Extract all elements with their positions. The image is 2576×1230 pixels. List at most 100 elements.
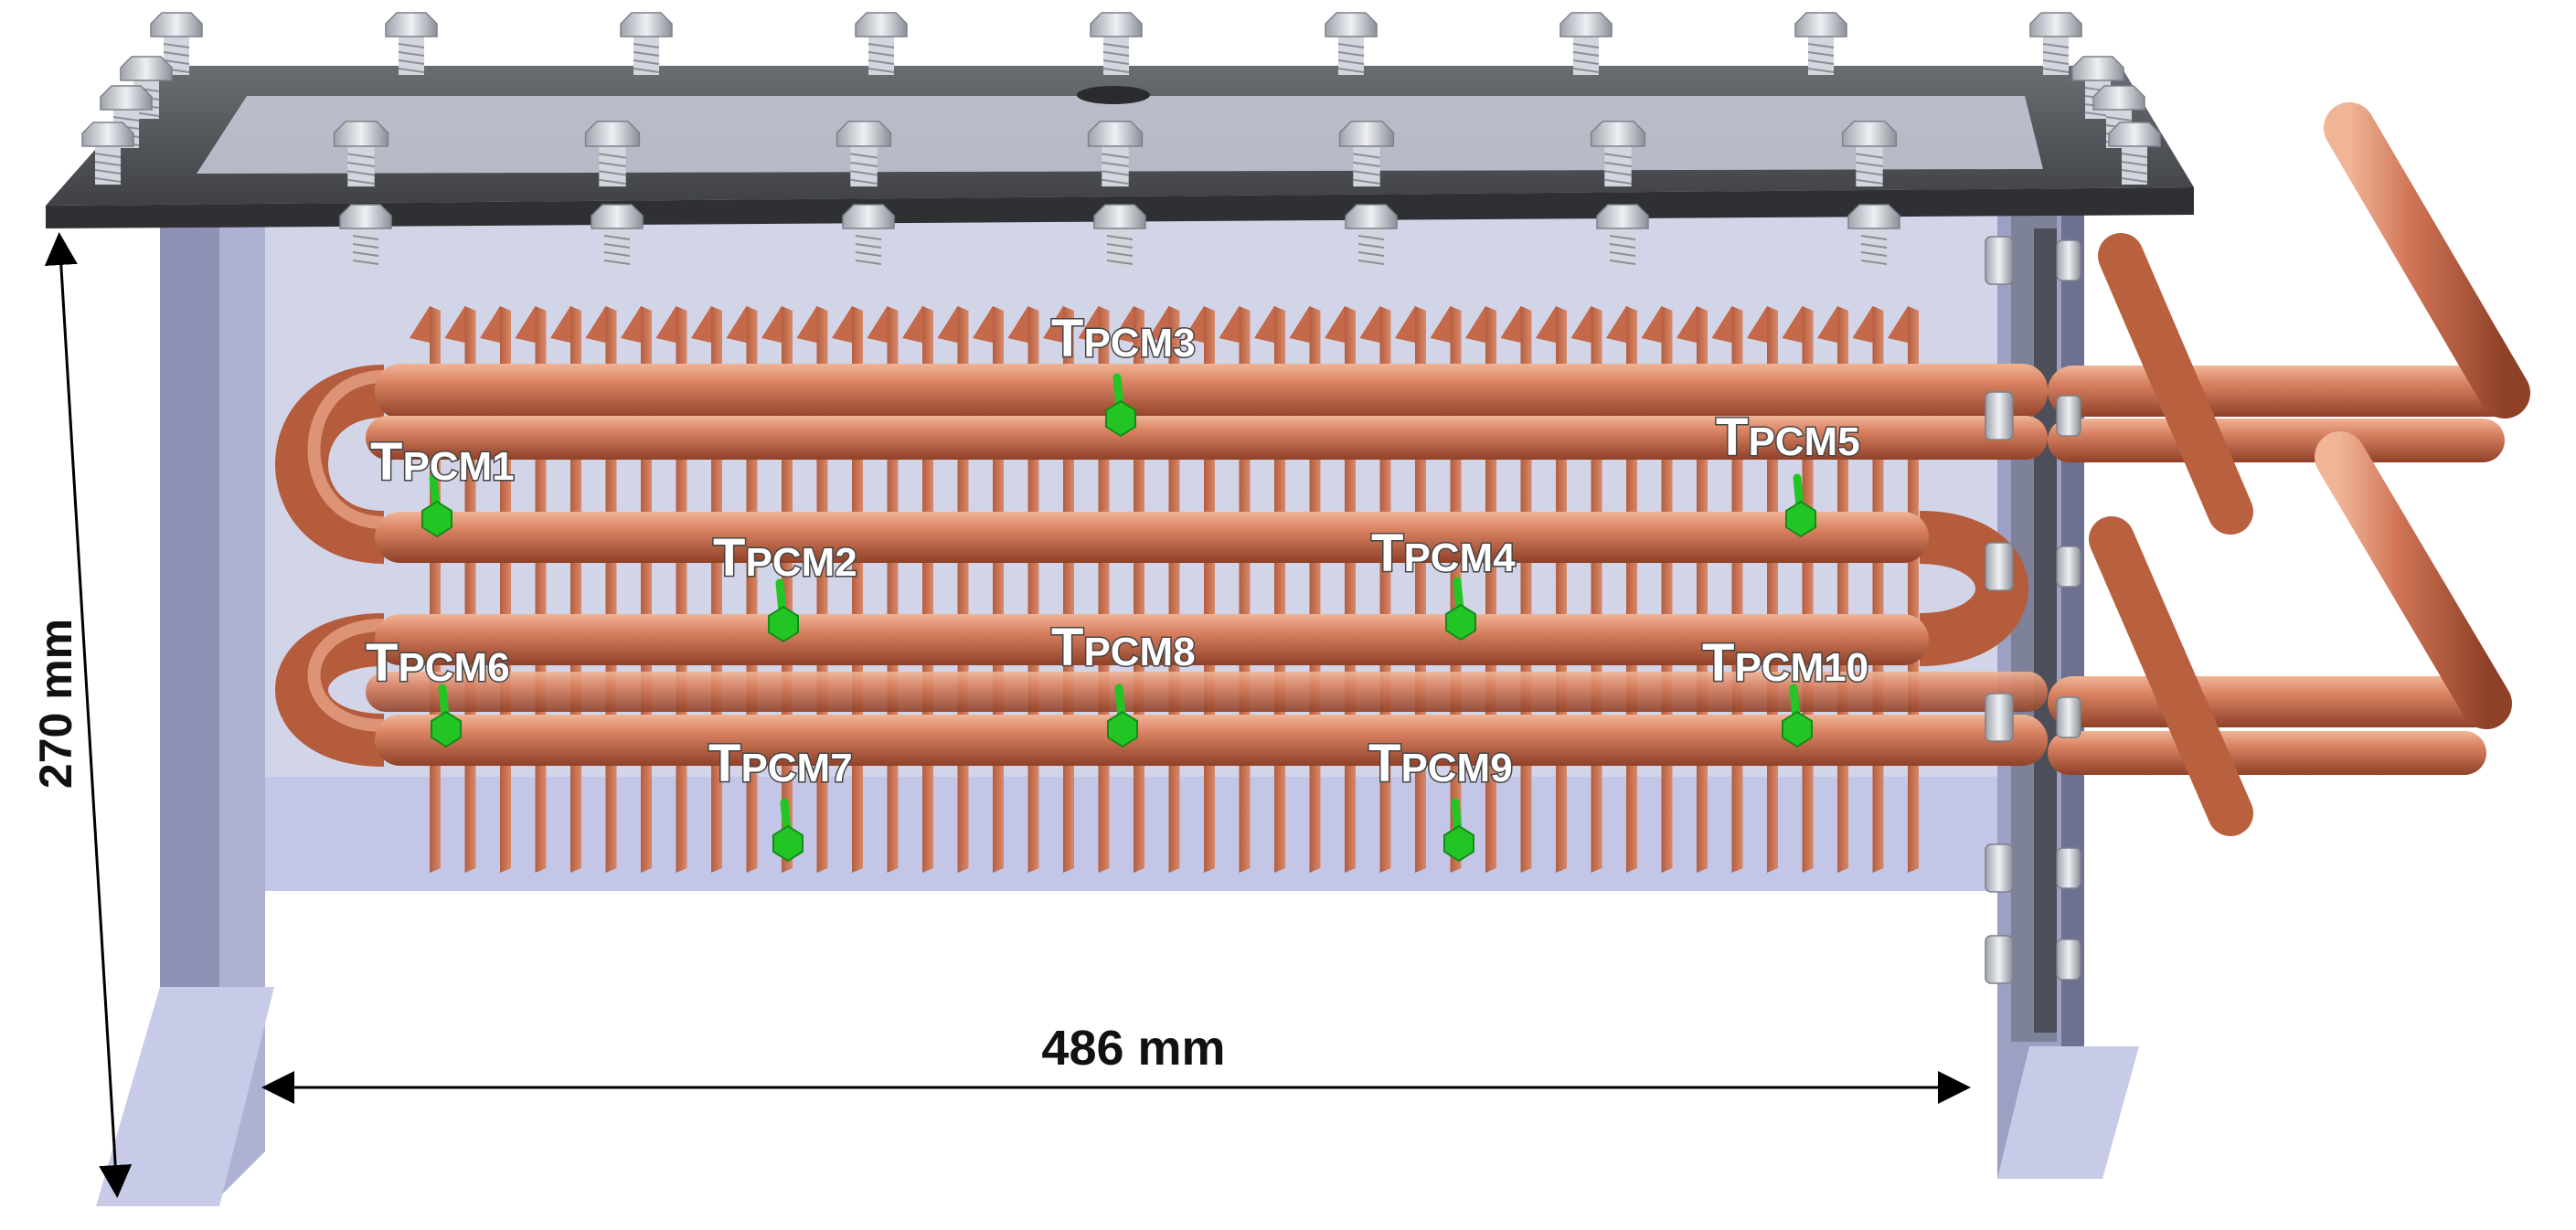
bolt-head: [120, 56, 173, 81]
bolt-thread-line: [1856, 170, 1883, 176]
tube-row-2: [375, 512, 1929, 563]
bolt-head: [1338, 120, 1395, 147]
sensor-pcm8: TPCM8: [1050, 617, 1197, 748]
bolt-thread-line: [1337, 59, 1365, 65]
flange-bolt-nut: [2056, 847, 2081, 889]
bolt-thread-line: [1609, 251, 1636, 257]
outlet-pipe-upper-b: [2048, 419, 2505, 462]
bolt-thread-line: [398, 59, 425, 65]
sensor-label-sub: PCM10: [1734, 645, 1868, 690]
bolt-thread-line: [1807, 43, 1835, 48]
fin-tip: [1148, 306, 1169, 343]
fin-tip: [1852, 306, 1873, 343]
height-dimension-line: [44, 232, 133, 1198]
bolt-head: [855, 12, 908, 37]
bolt-thread-line: [1860, 243, 1888, 249]
fin-tip: [937, 306, 958, 343]
bolt-head: [2092, 85, 2145, 111]
bolt-thread-line: [1353, 170, 1380, 176]
bolt: [1847, 204, 1900, 267]
sensor-pcm7: TPCM7: [708, 733, 854, 863]
bolt-head: [100, 85, 153, 111]
sensor-label: TPCM5: [1716, 408, 1860, 467]
bolt-thread-line: [1807, 51, 1835, 57]
sensor-head: [1785, 500, 1816, 538]
bolt-head: [1559, 12, 1613, 37]
bolt-thread-line: [1102, 161, 1129, 168]
sensor-label-t: T: [1371, 524, 1403, 583]
sensor-label: TPCM7: [708, 734, 853, 793]
sensor-label-sub: PCM5: [1748, 419, 1859, 464]
riser-pipe-3: [2315, 431, 2512, 729]
sensor-label: TPCM6: [366, 633, 510, 693]
bolt-thread-line: [855, 243, 882, 249]
lid-port: [1077, 86, 1150, 104]
bolt-thread-line: [850, 178, 878, 185]
bolt: [1325, 12, 1378, 75]
bolt-head: [620, 12, 673, 37]
bolt-head: [1090, 12, 1143, 37]
flange-bolt: [1985, 935, 2081, 984]
fin-tip: [1606, 306, 1626, 343]
sensor-label-t: T: [370, 432, 402, 492]
fin-tip: [1325, 306, 1345, 343]
sensor-label-sub: PCM7: [740, 746, 852, 790]
bolt-thread-line: [1856, 178, 1883, 185]
bolt-thread-line: [1337, 43, 1365, 48]
bolt-thread-line: [868, 43, 895, 48]
bolt: [1794, 12, 1847, 75]
bolt: [836, 120, 892, 187]
sensor-pcm1: TPCM1: [369, 431, 516, 538]
tube-bend-left-2-hl: [307, 619, 385, 732]
flange-bolt: [1985, 236, 2081, 285]
bolt-thread-line: [398, 68, 425, 73]
bolt-thread-line: [94, 153, 122, 158]
fin-tip: [1888, 306, 1908, 343]
sensor-pcm5: TPCM5: [1715, 407, 1861, 538]
bolt-thread-line: [1353, 153, 1380, 159]
sensor-label-sub: PCM2: [745, 540, 857, 585]
fin-tip: [1677, 306, 1697, 343]
bolt: [339, 204, 392, 267]
flange-bolt-head: [1985, 391, 2014, 440]
height-dimension-label: 270 mm: [30, 619, 81, 789]
sensor-label-sub: PCM1: [402, 444, 514, 489]
sensor-head: [1445, 603, 1476, 642]
sensor-pcm10: TPCM10: [1701, 632, 1870, 748]
sensor-label-t: T: [713, 528, 745, 588]
bolt-thread-line: [1102, 59, 1130, 65]
bolt: [591, 204, 644, 267]
flange-bolt-head: [1985, 935, 2014, 984]
bottom-plate: [224, 777, 2038, 891]
bolt-thread-line: [1609, 235, 1636, 240]
tube-row-4b: [366, 672, 2048, 712]
sensor-label-sub: PCM9: [1400, 746, 1512, 790]
right-foot: [1997, 1046, 2139, 1179]
bolt-thread-line: [850, 170, 878, 176]
sensor-head: [1782, 710, 1813, 748]
copper-tube-coil: [275, 102, 2530, 836]
tube-bend-left-1-hl: [307, 370, 385, 529]
bolt-thread-line: [850, 153, 878, 159]
bolt-thread-line: [352, 235, 379, 240]
bolt-thread-line: [2042, 59, 2070, 65]
bolt-thread-line: [868, 68, 895, 73]
bolt-thread-line: [2042, 43, 2070, 48]
sensor-label: TPCM10: [1702, 633, 1868, 693]
fin-tip: [410, 306, 430, 343]
bolt-thread-line: [1357, 235, 1385, 240]
bolt-thread-line: [855, 260, 882, 265]
bolt-thread-line: [398, 51, 425, 57]
sensor-label-sub: PCM8: [1083, 630, 1195, 674]
bolt-thread-line: [347, 153, 375, 159]
bolt-thread-line: [2121, 161, 2148, 166]
bolt-thread-line: [94, 177, 122, 183]
bolt: [842, 204, 895, 267]
bolt-thread-line: [1807, 68, 1835, 73]
fin-tip: [1078, 306, 1099, 343]
bolt-thread-line: [2042, 51, 2070, 57]
bolt-head: [1345, 204, 1398, 229]
bolt-thread-line: [1860, 235, 1888, 240]
bolt-head: [1093, 204, 1146, 229]
bolt-thread-line: [1856, 161, 1883, 168]
